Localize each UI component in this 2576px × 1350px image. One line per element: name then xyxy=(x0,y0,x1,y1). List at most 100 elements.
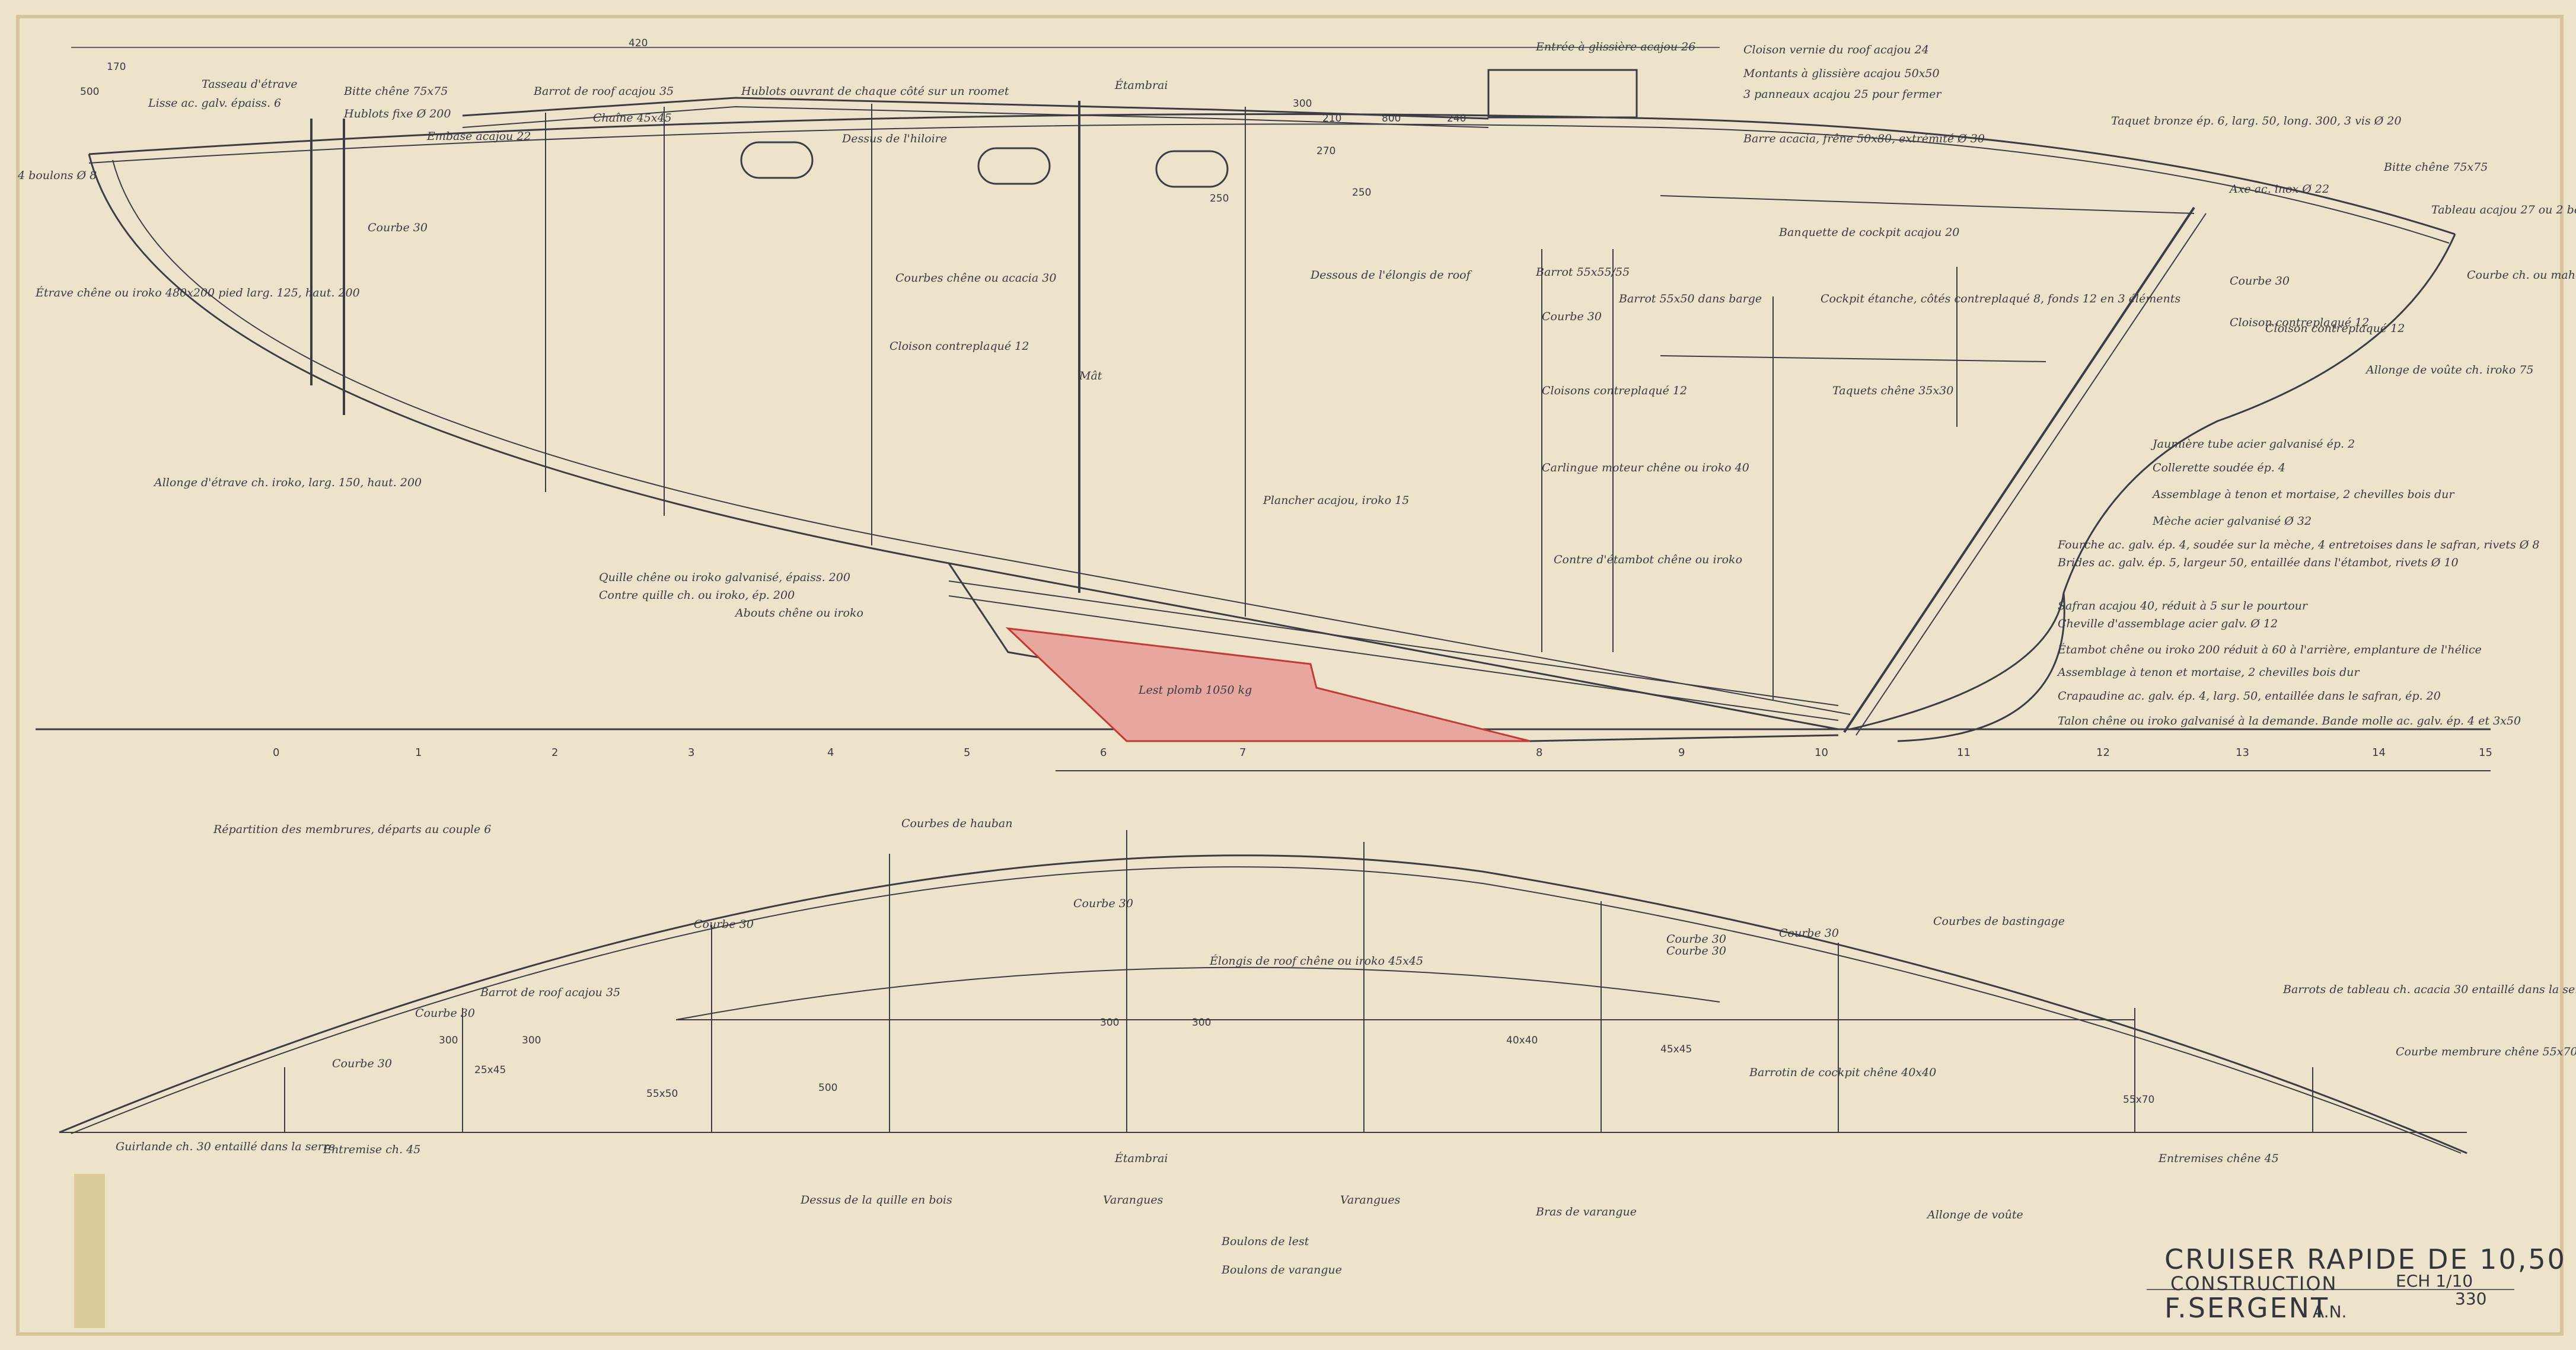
profile-note: Quille chêne ou iroko galvanisé, épaiss.… xyxy=(599,571,850,584)
profile-note: Dessous de l'élongis de roof xyxy=(1310,269,1472,282)
plan-note: Dessus de la quille en bois xyxy=(800,1193,952,1207)
plan-note: Varangues xyxy=(1340,1193,1401,1207)
profile-note: Taquets chêne 35x30 xyxy=(1832,384,1953,397)
plan-note: Élongis de roof chêne ou iroko 45x45 xyxy=(1209,954,1423,968)
plan-dimension: 40x40 xyxy=(1506,1035,1538,1046)
profile-note: Courbe 30 xyxy=(2230,275,2290,288)
plan-note: Allonge de voûte xyxy=(1926,1208,2023,1221)
profile-note: Jaumière tube acier galvanisé ép. 2 xyxy=(2150,438,2355,451)
profile-note: Taquet bronze ép. 6, larg. 50, long. 300… xyxy=(2111,114,2402,127)
profile-note: Crapaudine ac. galv. ép. 4, larg. 50, en… xyxy=(2058,690,2441,703)
profile-dimension: 210 xyxy=(1322,113,1341,125)
station-number: 12 xyxy=(2096,746,2110,759)
plan-note: Bras de varangue xyxy=(1535,1205,1637,1218)
profile-note: Barrot 55x50 dans barge xyxy=(1618,292,1762,305)
drawing-title: CRUISER RAPIDE DE 10,50 xyxy=(2164,1243,2567,1275)
plan-note: Barrots de tableau ch. acacia 30 entaill… xyxy=(2282,983,2576,996)
profile-note: Axe ac. inox Ø 22 xyxy=(2229,183,2329,196)
station-number: 7 xyxy=(1239,746,1246,759)
profile-note: Brides ac. galv. ép. 5, largeur 50, enta… xyxy=(2057,556,2459,569)
station-number: 6 xyxy=(1100,746,1107,759)
profile-dimension: 250 xyxy=(1210,193,1229,205)
station-number: 10 xyxy=(1815,746,1828,759)
drawing-subtitle: CONSTRUCTION xyxy=(2170,1272,2337,1295)
station-number: 11 xyxy=(1957,746,1971,759)
ballast-label: Lest plomb 1050 kg xyxy=(1138,684,1252,697)
station-number: 4 xyxy=(827,746,834,759)
plan-note: Courbe 30 xyxy=(1779,927,1839,940)
profile-dimension: 420 xyxy=(629,37,648,49)
profile-note: Barrot 55x55/55 xyxy=(1535,266,1630,279)
station-number: 8 xyxy=(1536,746,1542,759)
plan-dimension: 300 xyxy=(1100,1017,1119,1029)
profile-note: Bitte chêne 75x75 xyxy=(343,85,448,98)
station-number: 0 xyxy=(273,746,279,759)
station-number: 5 xyxy=(964,746,970,759)
plan-note: Barrotin de cockpit chêne 40x40 xyxy=(1749,1066,1936,1079)
profile-note: Contre quille ch. ou iroko, ép. 200 xyxy=(599,589,795,602)
profile-note: Barrot de roof acajou 35 xyxy=(533,85,674,98)
station-number: 2 xyxy=(551,746,558,759)
plan-note: Courbes de bastingage xyxy=(1933,915,2065,928)
profile-note: Hublots fixe Ø 200 xyxy=(343,107,451,120)
profile-note: Safran acajou 40, réduit à 5 sur le pour… xyxy=(2058,599,2309,612)
plan-dimension: 300 xyxy=(439,1035,458,1046)
plan-note: Courbes de hauban xyxy=(901,817,1012,830)
profile-note: Fourche ac. galv. ép. 4, soudée sur la m… xyxy=(2057,538,2540,551)
profile-note: Étambot chêne ou iroko 200 réduit à 60 à… xyxy=(2057,643,2482,656)
profile-note: Courbe ch. ou mahony xyxy=(2467,269,2576,282)
plan-note: Varangues xyxy=(1103,1193,1163,1207)
plan-view xyxy=(59,830,2467,1154)
plan-heading: Répartition des membrures, départs au co… xyxy=(213,823,491,836)
profile-note: Allonge d'étrave ch. iroko, larg. 150, h… xyxy=(153,476,422,489)
profile-note: Collerette soudée ép. 4 xyxy=(2153,461,2285,474)
plan-note: Courbe 30 xyxy=(1666,933,1726,946)
profile-note: Courbe 30 xyxy=(1542,310,1602,323)
plan-note: Entremises chêne 45 xyxy=(2158,1152,2279,1165)
profile-dimension: 240 xyxy=(1447,113,1466,125)
profile-dimension: 270 xyxy=(1316,145,1335,157)
station-number: 13 xyxy=(2236,746,2249,759)
plan-note: Courbe 30 xyxy=(332,1057,392,1070)
profile-note: Carlingue moteur chêne ou iroko 40 xyxy=(1542,461,1749,474)
profile-note: Étrave chêne ou iroko 480x200 pied larg.… xyxy=(35,286,360,299)
station-number: 9 xyxy=(1678,746,1685,759)
profile-note: Tasseau d'étrave xyxy=(202,78,298,91)
station-number: 14 xyxy=(2372,746,2386,759)
lead-ballast xyxy=(1005,627,1531,742)
station-number: 1 xyxy=(415,746,422,759)
profile-note: Cloisons contreplaqué 12 xyxy=(1542,384,1687,397)
plan-note: Guirlande ch. 30 entaillé dans la serre xyxy=(116,1140,335,1153)
profile-note: Contre d'étambot chêne ou iroko xyxy=(1554,553,1742,566)
profile-note: Chaîne 45x45 xyxy=(593,111,672,125)
plan-dimension: 55x70 xyxy=(2123,1094,2154,1106)
profile-note: Cloison vernie du roof acajou 24 xyxy=(1743,43,1929,56)
profile-note: Courbe 30 xyxy=(368,221,428,234)
profile-note: Talon chêne ou iroko galvanisé à la dema… xyxy=(2058,714,2521,727)
profile-note: Lisse ac. galv. épaiss. 6 xyxy=(148,97,281,110)
profile-note: Banquette de cockpit acajou 20 xyxy=(1778,226,1959,239)
profile-note: Allonge de voûte ch. iroko 75 xyxy=(2365,363,2534,376)
plan-dimension: 300 xyxy=(522,1035,541,1046)
profile-note: Cloison contreplaqué 12 xyxy=(2265,322,2405,335)
plan-dimension: 45x45 xyxy=(1660,1043,1692,1055)
profile-note: 4 boulons Ø 8 xyxy=(17,169,97,182)
plan-dimension: 300 xyxy=(1192,1017,1211,1029)
plan-note: Boulons de varangue xyxy=(1221,1263,1342,1276)
profile-note: Bitte chêne 75x75 xyxy=(2383,161,2488,174)
profile-note: Courbes chêne ou acacia 30 xyxy=(895,272,1056,285)
profile-note: Mât xyxy=(1079,369,1102,382)
profile-note: 3 panneaux acajou 25 pour fermer xyxy=(1743,88,1942,101)
profile-note: Tableau acajou 27 ou 2 bordés xyxy=(2431,203,2576,216)
plan-note: Courbe membrure chêne 55x70 xyxy=(2396,1045,2576,1058)
profile-note: Embase acajou 22 xyxy=(426,130,531,143)
architect-name: F.SERGENT xyxy=(2164,1292,2329,1324)
profile-dimension: 500 xyxy=(80,86,99,98)
drawing-reference: 330 xyxy=(2455,1289,2486,1308)
plan-note: Entremise ch. 45 xyxy=(323,1143,420,1156)
profile-note: Étambrai xyxy=(1114,78,1168,92)
profile-note: Plancher acajou, iroko 15 xyxy=(1263,494,1409,507)
